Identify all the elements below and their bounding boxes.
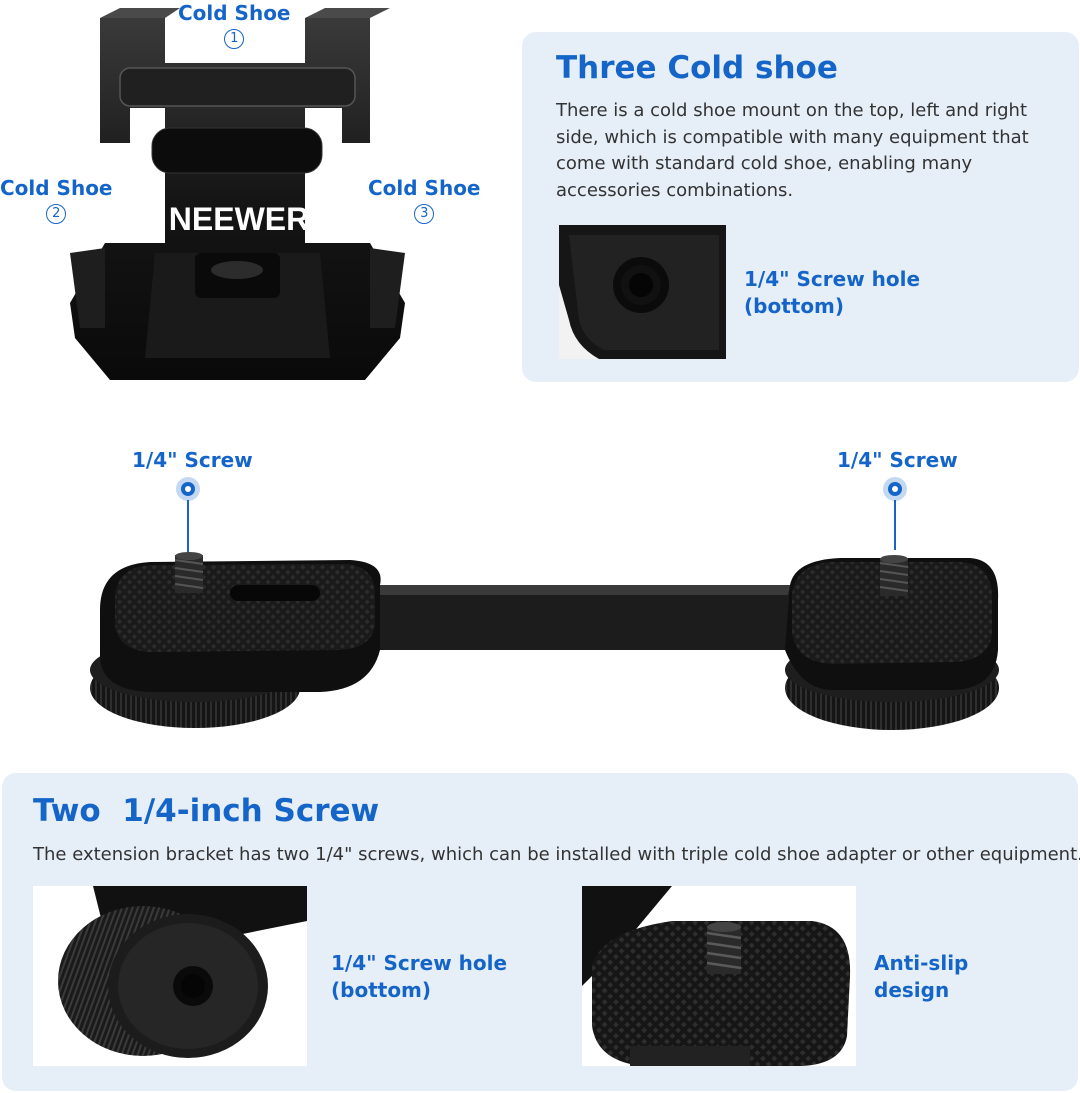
anti-slip-label-line2: design <box>874 978 950 1002</box>
callout-dot-icon <box>883 477 907 501</box>
cold-shoe-label-3: Cold Shoe 3 <box>368 177 481 224</box>
anti-slip-photo <box>582 886 856 1066</box>
knob-bottom-photo <box>33 886 307 1066</box>
neewer-logo: NEEWER <box>169 201 309 237</box>
cold-shoe-label-2-text: Cold Shoe <box>0 176 113 200</box>
circled-number-icon: 1 <box>224 29 245 49</box>
anti-slip-label-line1: Anti-slip <box>874 951 969 975</box>
right-callout-line <box>894 500 896 550</box>
panel-description: There is a cold shoe mount on the top, l… <box>556 100 1029 201</box>
knob-label-line1: 1/4" Screw hole <box>331 951 508 975</box>
screw-hole-label-line2: (bottom) <box>744 294 845 318</box>
right-screw-callout: 1/4" Screw <box>837 448 958 472</box>
screw-hole-label: 1/4" Screw hole (bottom) <box>744 266 920 320</box>
circled-number-icon: 3 <box>414 204 435 224</box>
cold-shoe-label-3-text: Cold Shoe <box>368 176 481 200</box>
panel-title: Three Cold shoe <box>556 50 838 86</box>
knob-screw-hole-label: 1/4" Screw hole (bottom) <box>331 950 507 1004</box>
screw-hole-label-line1: 1/4" Screw hole <box>744 267 921 291</box>
extension-bracket-image <box>90 552 999 730</box>
callout-dot-icon <box>176 477 200 501</box>
anti-slip-label: Anti-slip design <box>874 950 968 1004</box>
circled-number-icon: 2 <box>46 204 67 224</box>
cold-shoe-label-2: Cold Shoe 2 <box>0 177 113 224</box>
panel-description: The extension bracket has two 1/4" screw… <box>33 844 1080 865</box>
knob-label-line2: (bottom) <box>331 978 432 1002</box>
left-screw-callout: 1/4" Screw <box>132 448 253 472</box>
cold-shoe-label-1: Cold Shoe 1 <box>178 2 291 49</box>
left-callout-line <box>187 500 189 555</box>
panel-title: Two 1/4-inch Screw <box>33 793 380 829</box>
screw-hole-bottom-photo <box>559 225 726 359</box>
triple-cold-shoe-image: NEEWER <box>70 8 405 380</box>
cold-shoe-label-1-text: Cold Shoe <box>178 1 291 25</box>
